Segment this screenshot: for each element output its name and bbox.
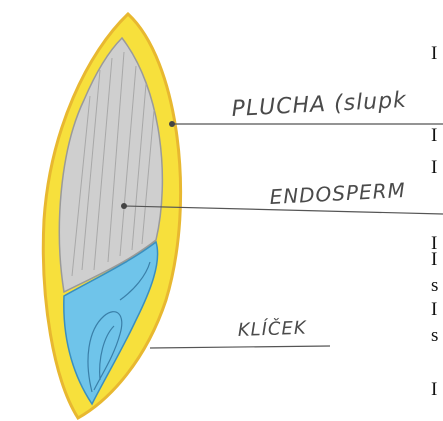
label-klicek: KLÍČEK (237, 317, 307, 341)
label-endosperm: ENDOSPERM (269, 178, 406, 209)
edge-char: s (431, 326, 438, 345)
edge-char: I (431, 380, 437, 399)
edge-char: I (431, 126, 437, 145)
edge-char: I (431, 44, 437, 63)
edge-char: I (431, 158, 437, 177)
pointer-klicek (150, 346, 330, 348)
label-plucha: PLUCHA (slupk (231, 88, 408, 122)
edge-char: s (431, 276, 438, 295)
edge-char: I (431, 300, 437, 319)
pointer-dot-endosperm (121, 203, 127, 209)
edge-char: I (431, 250, 437, 269)
pointer-dot-plucha (169, 121, 175, 127)
